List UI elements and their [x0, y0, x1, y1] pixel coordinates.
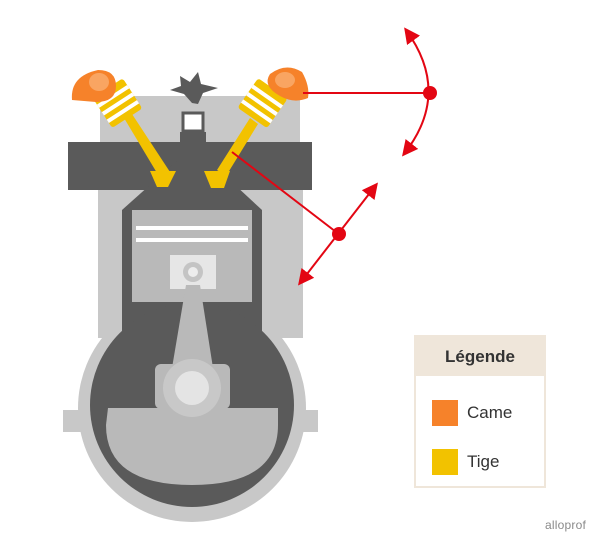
legend: Légende Came Tige	[414, 335, 546, 488]
valve-pivot-dot	[332, 227, 346, 241]
connecting-rod	[172, 285, 213, 368]
legend-item-tige: Tige	[432, 449, 499, 475]
valve-movement-indicator	[231, 151, 378, 286]
piston	[132, 210, 252, 302]
cam-pivot-dot	[423, 86, 437, 100]
brand-logo-text: alloprof	[545, 518, 586, 532]
legend-title: Légende	[416, 337, 544, 376]
cam-rotation-indicator	[303, 27, 437, 157]
legend-label-came: Came	[467, 403, 513, 422]
crankshaft	[106, 359, 278, 485]
legend-swatch-came	[432, 400, 458, 426]
left-cam	[71, 70, 116, 102]
legend-label-tige: Tige	[467, 452, 500, 471]
spark-plug	[170, 72, 218, 162]
right-cam	[267, 67, 309, 101]
legend-item-came: Came	[432, 400, 512, 426]
spark-icon	[170, 72, 218, 104]
legend-swatch-tige	[432, 449, 458, 475]
